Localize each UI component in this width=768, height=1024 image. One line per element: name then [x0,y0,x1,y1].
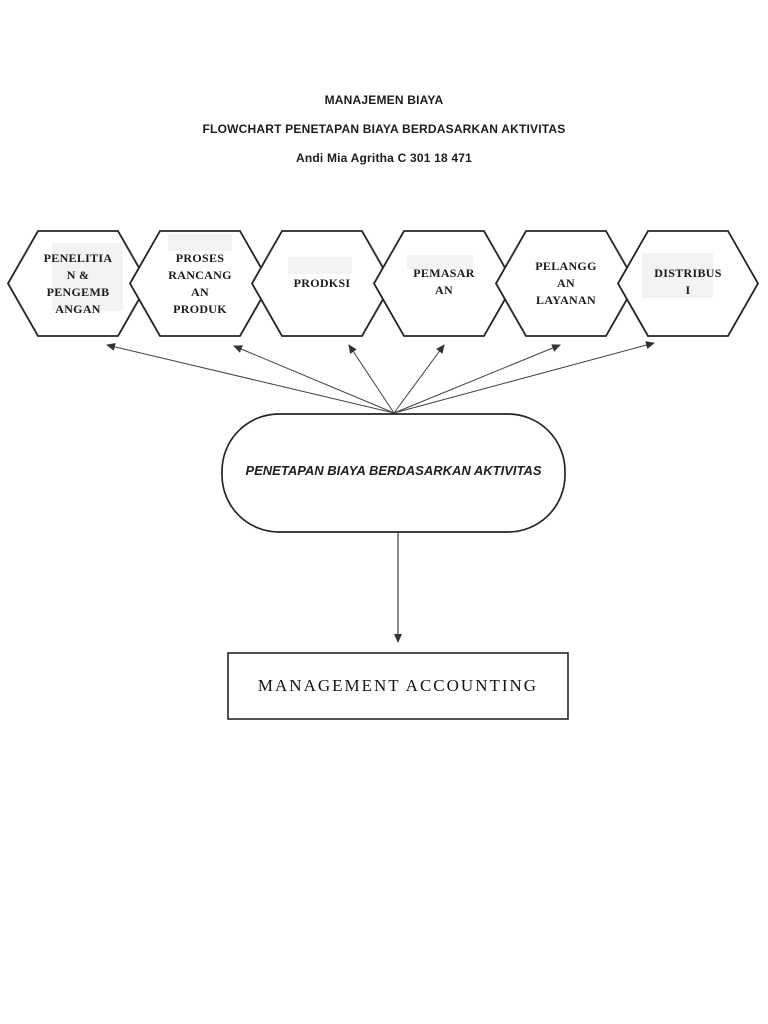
hexagon-label-produksi: PRODKSI [293,276,351,290]
arrow-to-pelanggan-layanan [393,344,561,414]
central-node-label: PENETAPAN BIAYA BERDASARKAN AKTIVITAS [245,463,542,478]
text-highlight-patches [52,234,713,311]
hexagon-label-penelitian: PENELITIA N & PENGEMB ANGAN [43,251,113,316]
output-node-shape [227,652,569,720]
highlight-patch-proses [168,234,232,251]
highlight-patch-penelitian [52,243,123,311]
hexagon-label-proses-rancangan: PROSES RANCANG AN PRODUK [168,251,232,316]
central-node-shape [221,413,566,533]
highlight-patch-pemasaran [407,255,473,269]
doc-title-line-2: FLOWCHART PENETAPAN BIAYA BERDASARKAN AK… [202,122,566,136]
fan-arrows [106,341,655,414]
arrow-to-pemasaran [393,344,445,414]
activity-hexagon-shapes [6,230,760,337]
doc-author-line: Andi Mia Agritha C 301 18 471 [295,151,473,165]
hexagon-label-pemasaran: PEMASAR AN [413,266,475,297]
arrow-to-penelitian [106,342,395,414]
arrow-to-distribusi [393,341,655,414]
hexagon-label-pelanggan-layanan: PELANGG AN LAYANAN [535,259,597,307]
output-node-label: MANAGEMENT ACCOUNTING [257,676,539,695]
doc-title-line-1: MANAJEMEN BIAYA [324,93,444,107]
hexagon-label-distribusi: DISTRIBUS I [654,266,722,297]
arrow-to-produksi [348,344,395,414]
highlight-patch-distribusi [642,253,713,298]
arrow-to-proses-rancangan [233,345,395,414]
highlight-patch-produksi [288,257,352,274]
